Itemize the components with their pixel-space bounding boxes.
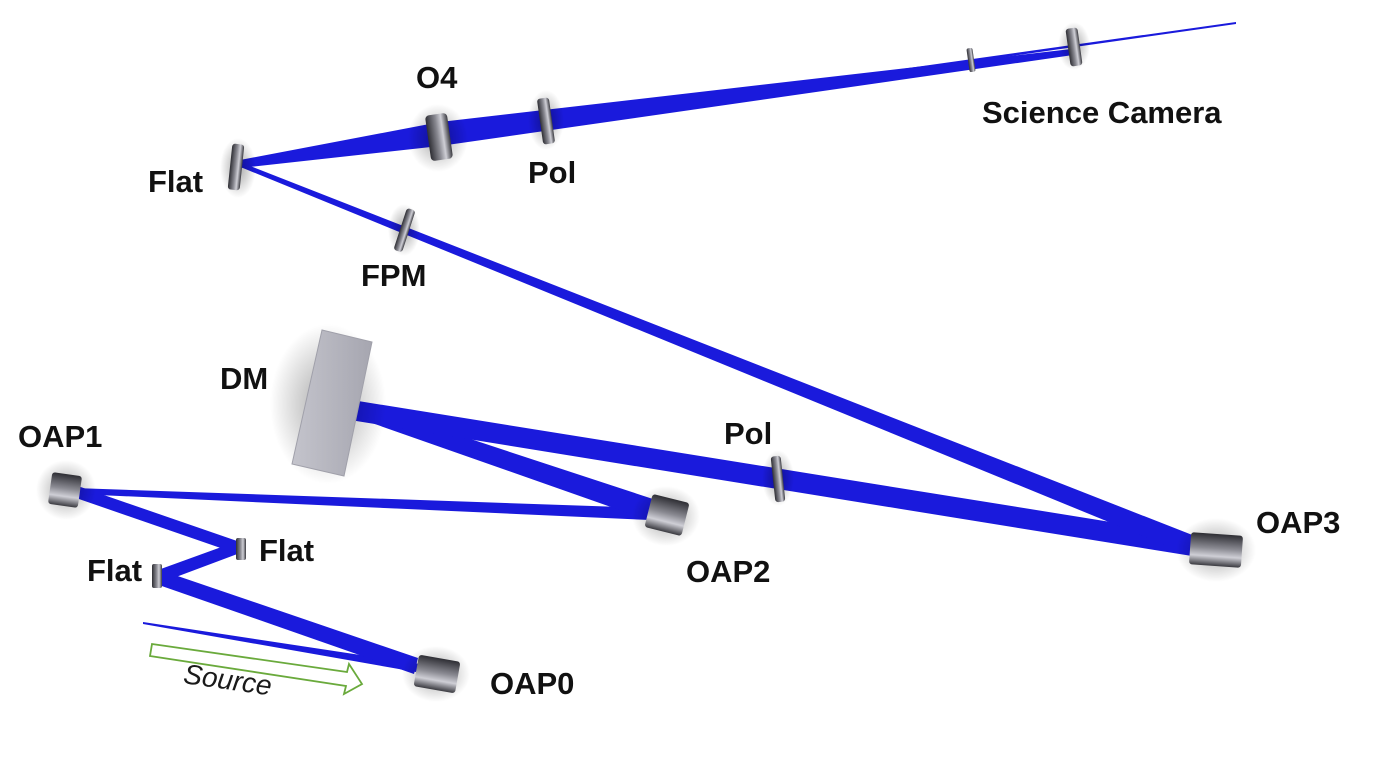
label-pol-mid: Pol — [724, 416, 772, 451]
label-flat-low: Flat — [87, 553, 142, 588]
dm-mirror — [291, 329, 373, 477]
oap2-mirror — [645, 494, 689, 536]
label-o4: O4 — [416, 60, 458, 95]
oap1-mirror — [48, 472, 82, 508]
label-flat-top: Flat — [148, 164, 203, 199]
pol-mid-element — [770, 455, 786, 503]
label-flat-mid: Flat — [259, 533, 314, 568]
label-oap2: OAP2 — [686, 554, 770, 589]
fpm-element — [394, 208, 415, 252]
beam-flat-to-camera-body — [240, 48, 1080, 168]
flat-top-mirror — [227, 143, 245, 191]
o4-lens — [425, 113, 453, 161]
label-science-camera: Science Camera — [982, 95, 1222, 130]
beam-oap3-to-flat-top — [238, 162, 1200, 556]
optics — [36, 22, 1256, 702]
label-pol-top: Pol — [528, 155, 576, 190]
source-arrow — [148, 642, 364, 696]
source-arrow-shape — [148, 642, 364, 696]
camera-filter — [966, 47, 976, 73]
labels: O4 Science Camera Flat Pol FPM DM OAP1 P… — [18, 60, 1340, 701]
oap3-mirror — [1189, 532, 1243, 568]
label-fpm: FPM — [361, 258, 426, 293]
flat-low-mirror — [152, 564, 162, 588]
label-dm: DM — [220, 361, 268, 396]
beam-oap0-to-flat-low — [156, 570, 418, 674]
beam-oap1-to-oap2 — [74, 488, 650, 520]
pol-top-element — [537, 97, 555, 145]
beam-flat-mid-to-oap1 — [72, 484, 240, 554]
label-oap3: OAP3 — [1256, 505, 1340, 540]
oap0-mirror — [414, 655, 460, 693]
label-source: Source — [182, 658, 274, 701]
label-oap0: OAP0 — [490, 666, 574, 701]
label-oap1: OAP1 — [18, 419, 102, 454]
flat-mid-mirror — [236, 538, 246, 560]
beam-source-to-oap0 — [143, 622, 420, 672]
science-camera-detector — [1065, 27, 1083, 67]
beam-flat-low-to-flat-mid — [158, 541, 240, 583]
